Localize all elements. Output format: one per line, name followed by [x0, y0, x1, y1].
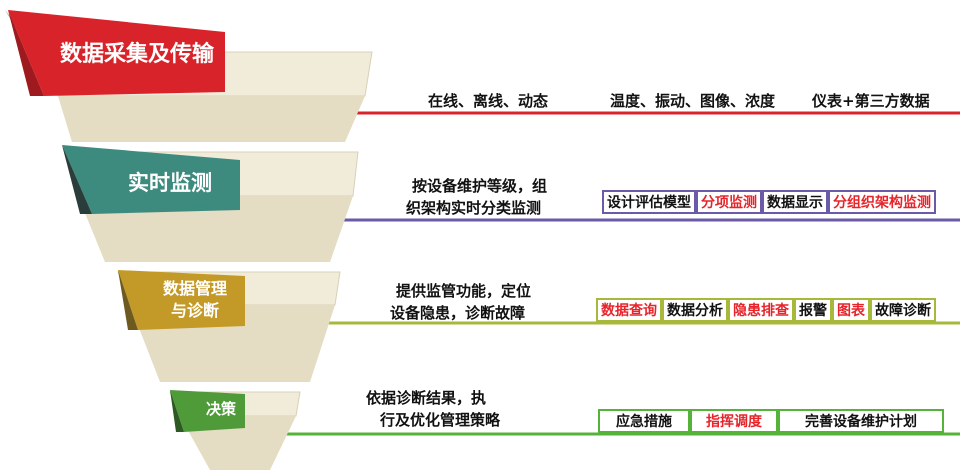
- tier2-description-line-2: 织架构实时分类监测: [406, 199, 542, 217]
- tier2-item-group: 设计评估模型 分项监测 数据显示 分组织架构监测: [602, 190, 936, 214]
- tier2-item: 设计评估模型: [602, 190, 696, 214]
- tier3-description-line-1: 提供监管功能，定位: [396, 282, 532, 300]
- funnel-tier-1: [5, 10, 373, 142]
- tier3-item-group: 数据查询 数据分析 隐患排查 报警 图表 故障诊断: [596, 298, 936, 322]
- tier3-description-line-2: 设备隐患，诊断故障: [390, 304, 526, 322]
- tier4-description-line-1: 依据诊断结果，执: [366, 389, 487, 407]
- funnel-tier-2: [62, 145, 359, 262]
- tier4-label: 决策: [205, 400, 236, 418]
- tier2-item: 数据显示: [762, 190, 828, 214]
- tier2-label-band: [62, 145, 240, 214]
- tier3-item: 故障诊断: [870, 298, 936, 322]
- tier1-description: 在线、离线、动态: [428, 92, 549, 110]
- tier3-label-band: [118, 270, 245, 330]
- tier1-label: 数据采集及传输: [59, 42, 214, 67]
- tier4-item: 应急措施: [598, 409, 690, 433]
- tier1-item: 温度、振动、图像、浓度: [610, 92, 776, 110]
- tier3-item: 数据查询: [596, 298, 662, 322]
- tier3-label-line-1: 数据管理: [162, 279, 227, 298]
- tier4-label-band: [170, 390, 245, 432]
- tier2-item: 分项监测: [696, 190, 762, 214]
- tier4-item-group: 应急措施 指挥调度 完善设备维护计划: [598, 409, 944, 433]
- tier2-item: 分组织架构监测: [828, 190, 936, 214]
- tier3-item: 数据分析: [662, 298, 728, 322]
- tier4-description-line-2: 行及优化管理策略: [380, 411, 501, 429]
- funnel-tier-4: [169, 390, 301, 470]
- tier1-label-band: [8, 10, 225, 96]
- funnel-tier-3: [117, 270, 341, 382]
- tier3-item: 报警: [794, 298, 832, 322]
- tier4-item: 指挥调度: [690, 409, 778, 433]
- tier2-label: 实时监测: [128, 171, 212, 195]
- tier3-label-line-2: 与诊断: [170, 301, 219, 320]
- tier2-description-line-1: 按设备维护等级，组: [412, 177, 548, 195]
- tier3-item: 隐患排查: [728, 298, 794, 322]
- tier1-item: 仪表+第三方数据: [812, 92, 930, 110]
- tier3-item: 图表: [832, 298, 870, 322]
- tier4-item: 完善设备维护计划: [778, 409, 944, 433]
